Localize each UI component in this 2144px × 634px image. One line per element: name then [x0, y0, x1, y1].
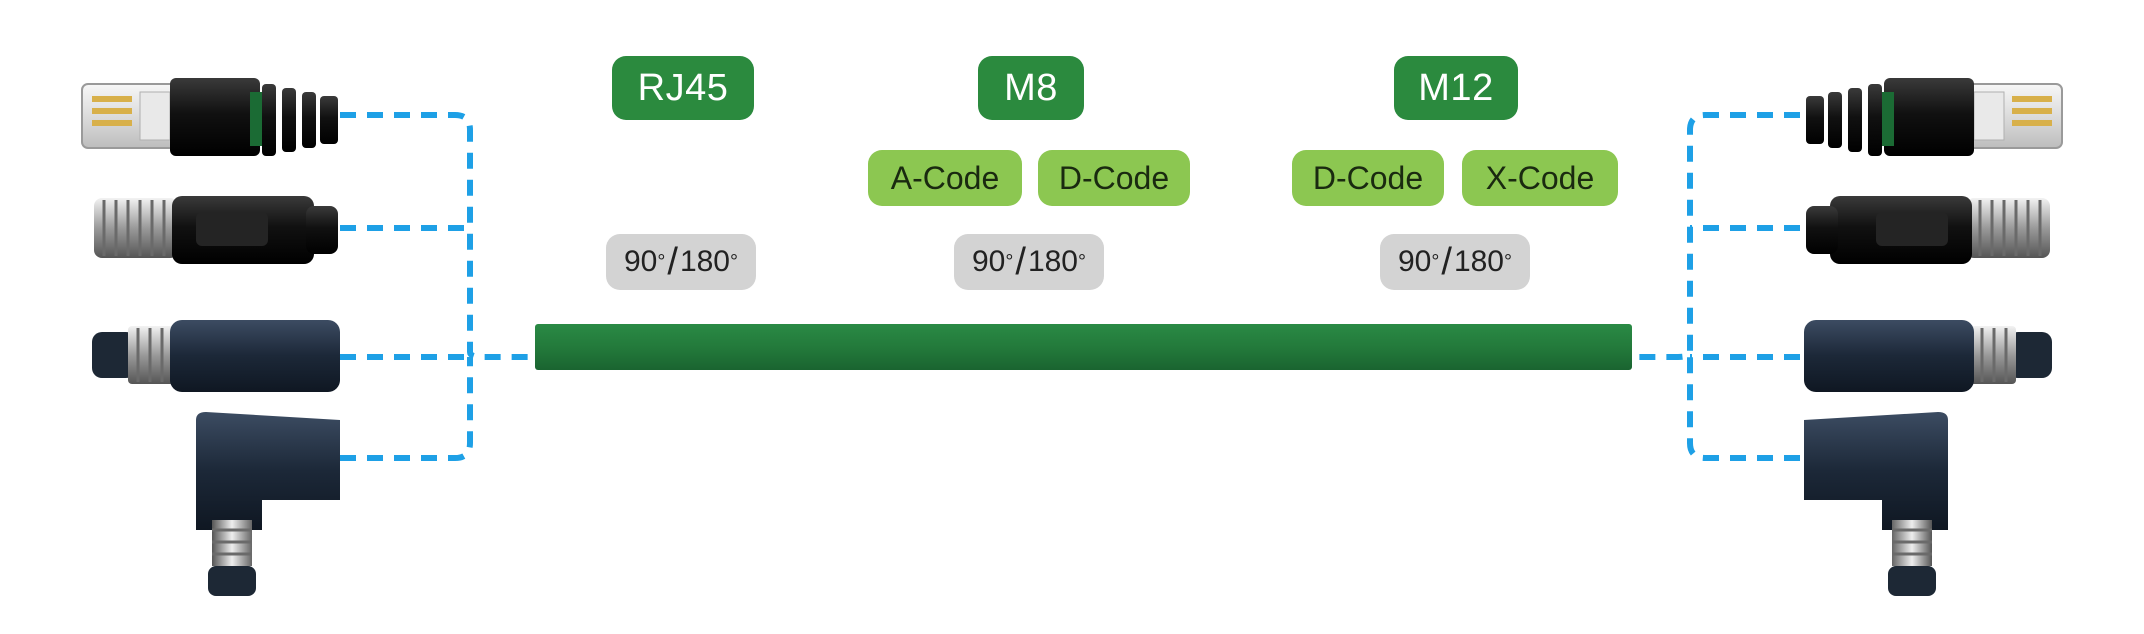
angle-pill-m8: 90°/180° [954, 234, 1104, 290]
right-angle-connector-icon [196, 412, 340, 596]
angle-pill-m12: 90°/180° [1380, 234, 1530, 290]
angle-b-m12: 180 [1453, 245, 1504, 278]
code-label-m12-d: D-Code [1312, 159, 1424, 196]
m12-female-connector-icon [94, 196, 338, 264]
angle-a-m8: 90 [972, 245, 1006, 278]
type-label-m12: M12 [1418, 66, 1494, 109]
angle-b-rj45: 180 [679, 245, 730, 278]
code-pill-m12-x: X-Code [1462, 150, 1618, 206]
m8-male-connector-icon [1804, 320, 2052, 392]
code-label-m8-a: A-Code [890, 159, 1000, 196]
angle-a-rj45: 90 [624, 245, 658, 278]
slash-mark: / [667, 240, 678, 283]
rj45-connector-icon [81, 78, 338, 156]
rj45-connector-icon [1806, 78, 2063, 156]
type-pill-m8: M8 [978, 56, 1084, 120]
type-label-rj45: RJ45 [637, 66, 729, 109]
type-label-m8: M8 [1004, 66, 1058, 109]
slash-mark: / [1015, 240, 1026, 283]
left-link-angle [340, 357, 473, 461]
code-pill-m8-a: A-Code [868, 150, 1022, 206]
right-link-angle [1687, 357, 1800, 461]
right-link-rj45 [1632, 112, 1800, 360]
green-cable [535, 324, 1632, 370]
type-pill-rj45: RJ45 [612, 56, 754, 120]
code-pill-m8-d: D-Code [1038, 150, 1190, 206]
angle-pill-rj45: 90°/180° [606, 234, 756, 290]
m12-female-connector-icon [1806, 196, 2050, 264]
left-dashed-connectors [340, 112, 535, 461]
right-dashed-connectors [1632, 112, 1800, 461]
angle-a-m12: 90 [1398, 245, 1432, 278]
right-angle-connector-icon [1804, 412, 1948, 596]
type-pill-m12: M12 [1394, 56, 1518, 120]
left-link-rj45 [340, 112, 535, 360]
code-label-m8-d: D-Code [1058, 159, 1170, 196]
m8-male-connector-icon [92, 320, 340, 392]
code-pill-m12-d: D-Code [1292, 150, 1444, 206]
angle-b-m8: 180 [1027, 245, 1078, 278]
code-label-m12-x: X-Code [1485, 159, 1595, 196]
slash-mark: / [1441, 240, 1452, 283]
